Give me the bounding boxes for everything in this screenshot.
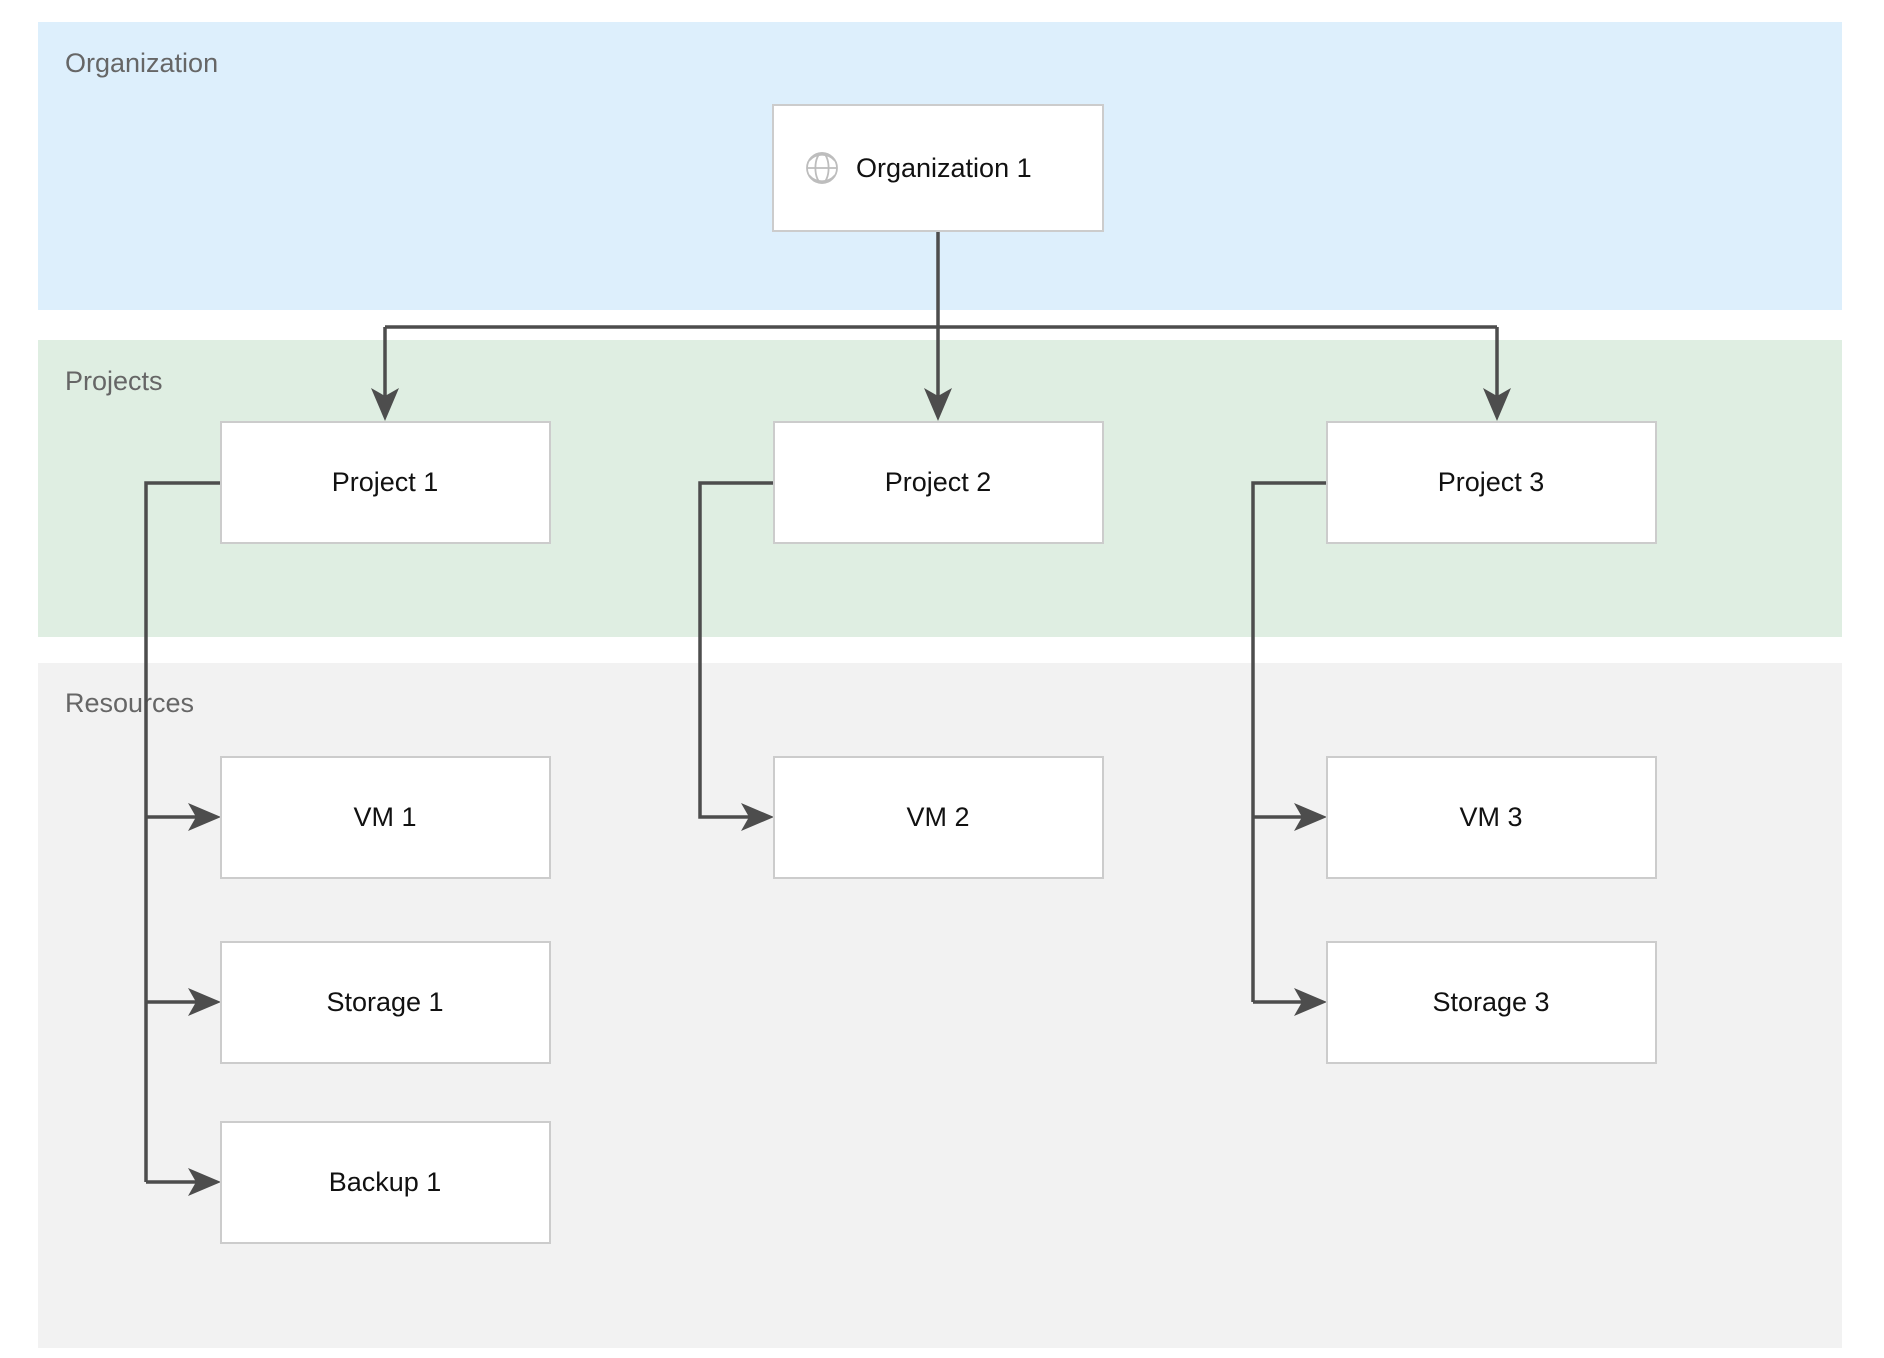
node-project-3-box[interactable] bbox=[1326, 421, 1657, 544]
edge-project1-backup1-arrowhead bbox=[188, 1168, 221, 1196]
globe-icon bbox=[806, 152, 838, 184]
node-storage-3[interactable]: Storage 3 bbox=[1326, 941, 1657, 1064]
edge-project2-vm2-line bbox=[698, 481, 774, 819]
band-resources-label: Resources bbox=[65, 688, 194, 718]
edge-group-project3 bbox=[1251, 481, 1327, 1016]
node-project-3[interactable]: Project 3 bbox=[1326, 421, 1657, 544]
edge-org1-project2-arrowhead bbox=[924, 388, 952, 421]
node-storage-1-label: Storage 1 bbox=[326, 987, 443, 1017]
node-vm-2-label: VM 2 bbox=[906, 802, 969, 832]
node-project-1[interactable]: Project 1 bbox=[220, 421, 551, 544]
node-storage-3-box[interactable] bbox=[1326, 941, 1657, 1064]
edge-group-project2 bbox=[698, 481, 774, 831]
node-backup-1[interactable]: Backup 1 bbox=[220, 1121, 551, 1244]
node-storage-1[interactable]: Storage 1 bbox=[220, 941, 551, 1064]
edge-project3-storage3-arrowhead bbox=[1294, 988, 1327, 1016]
node-backup-1-label: Backup 1 bbox=[329, 1167, 442, 1197]
node-project-1-box[interactable] bbox=[220, 421, 551, 544]
node-vm-1-box[interactable] bbox=[220, 756, 551, 879]
edge-project1-bus bbox=[144, 481, 221, 1182]
edge-org1-project1-arrowhead bbox=[371, 388, 399, 421]
node-project-1-label: Project 1 bbox=[332, 467, 439, 497]
edge-project3-bus bbox=[1251, 481, 1327, 1002]
edge-group-project1 bbox=[144, 481, 221, 1196]
edge-org1-to-projects bbox=[371, 231, 1511, 421]
edge-project1-vm1-arrowhead bbox=[188, 803, 221, 831]
band-projects-label: Projects bbox=[65, 366, 163, 396]
node-vm-1-label: VM 1 bbox=[353, 802, 416, 832]
node-vm-3[interactable]: VM 3 bbox=[1326, 756, 1657, 879]
node-backup-1-box[interactable] bbox=[220, 1121, 551, 1244]
node-project-2-label: Project 2 bbox=[885, 467, 992, 497]
node-vm-2[interactable]: VM 2 bbox=[773, 756, 1104, 879]
band-organization-label: Organization bbox=[65, 48, 218, 78]
node-vm-3-label: VM 3 bbox=[1459, 802, 1522, 832]
node-organization-1-label: Organization 1 bbox=[856, 153, 1032, 183]
node-project-2-box[interactable] bbox=[773, 421, 1104, 544]
node-project-3-label: Project 3 bbox=[1438, 467, 1545, 497]
node-storage-1-box[interactable] bbox=[220, 941, 551, 1064]
node-vm-3-box[interactable] bbox=[1326, 756, 1657, 879]
edge-project2-vm2-arrowhead bbox=[741, 803, 774, 831]
node-vm-1[interactable]: VM 1 bbox=[220, 756, 551, 879]
node-organization-1[interactable]: Organization 1 bbox=[772, 104, 1104, 232]
edge-org1-project3-arrowhead bbox=[1483, 388, 1511, 421]
node-vm-2-box[interactable] bbox=[773, 756, 1104, 879]
node-storage-3-label: Storage 3 bbox=[1432, 987, 1549, 1017]
edge-project3-vm3-arrowhead bbox=[1294, 803, 1327, 831]
edge-project1-storage1-arrowhead bbox=[188, 988, 221, 1016]
node-project-2[interactable]: Project 2 bbox=[773, 421, 1104, 544]
